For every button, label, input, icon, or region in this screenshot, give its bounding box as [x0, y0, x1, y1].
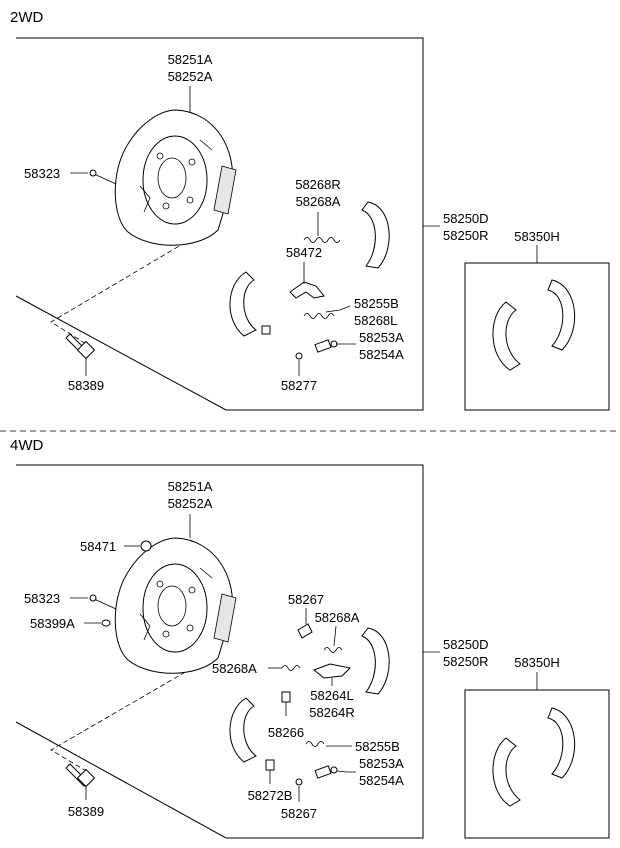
adjuster-2wd	[314, 339, 338, 353]
clip-4wd	[281, 691, 291, 703]
callouts-4wd: 58251A 58252A 58471 58323 58399A 58267 5…	[24, 479, 560, 821]
callout-assembly-line1: 58250D	[443, 637, 489, 652]
backing-plate-2wd	[114, 109, 237, 246]
leader-spring-upper-4wd	[333, 625, 337, 647]
callout-bolt: 58323	[24, 591, 60, 606]
callout-backing-plate-line2: 58252A	[168, 69, 213, 84]
callout-backing-plate-line1: 58251A	[168, 479, 213, 494]
strut-4wd	[297, 623, 313, 639]
assembly-frame-2wd	[15, 37, 424, 411]
pin-2wd	[295, 352, 303, 360]
spring-upper-2wd	[303, 237, 341, 243]
callout-spring-left: 58268A	[212, 661, 257, 676]
callout-washer: 58399A	[30, 616, 75, 631]
retainer-2wd	[261, 325, 271, 335]
callout-adjuster-line2: 58254A	[359, 773, 404, 788]
backing-plate-4wd	[114, 537, 237, 674]
kit-box-2wd	[464, 262, 610, 411]
guide-line-2wd	[50, 225, 214, 346]
bolt-2wd	[89, 169, 117, 185]
plug-4wd	[140, 540, 152, 552]
guide-line-4wd	[50, 655, 214, 773]
callout-lever-line2: 58264R	[309, 705, 355, 720]
lever-4wd	[313, 663, 352, 679]
callout-backing-plate-line1: 58251A	[168, 52, 213, 67]
kit-box-4wd	[464, 689, 610, 839]
mount-bolt-2wd	[65, 333, 96, 360]
section-2wd: 2WD	[10, 9, 610, 411]
callout-assembly-line1: 58250D	[443, 211, 489, 226]
bolt-4wd	[89, 594, 117, 610]
mount-bolt-4wd	[65, 763, 96, 788]
callout-clip: 58266	[268, 725, 304, 740]
assembly-frame-4wd	[15, 464, 424, 839]
callout-plug: 58471	[80, 539, 116, 554]
callout-assembly-line2: 58250R	[443, 228, 489, 243]
washer-4wd	[101, 619, 111, 627]
section-4wd: 4WD	[10, 437, 610, 839]
callout-spring-upper: 58268A	[315, 610, 360, 625]
callout-spring-lower-line1: 58255B	[354, 296, 399, 311]
lever-2wd	[289, 281, 325, 299]
callout-kit: 58350H	[514, 655, 560, 670]
spring-left-4wd	[281, 665, 301, 671]
callout-mount-bolt: 58389	[68, 804, 104, 819]
callout-retainer: 58272B	[248, 788, 293, 803]
callout-spring-lower: 58255B	[355, 739, 400, 754]
callout-adjuster-line1: 58253A	[359, 330, 404, 345]
kit-shoe-left-2wd	[492, 301, 521, 371]
callout-spring-upper-line2: 58268A	[296, 194, 341, 209]
callouts-2wd: 58251A 58252A 58323 58268R 58268A 58472 …	[24, 52, 560, 393]
brake-shoe-left-2wd	[229, 271, 257, 337]
retainer-4wd	[265, 759, 275, 771]
kit-shoe-right-4wd	[547, 707, 576, 779]
brake-shoe-right-4wd	[361, 627, 390, 695]
callout-spring-upper-line1: 58268R	[295, 177, 341, 192]
callout-lever: 58472	[286, 245, 322, 260]
section-title-2wd: 2WD	[10, 9, 44, 26]
callout-backing-plate-line2: 58252A	[168, 496, 213, 511]
callout-bolt: 58323	[24, 166, 60, 181]
pin-4wd	[295, 778, 303, 786]
spring-lower-2wd	[303, 313, 335, 319]
callout-pin: 58277	[281, 378, 317, 393]
callout-kit: 58350H	[514, 229, 560, 244]
adjuster-4wd	[314, 765, 338, 779]
section-title-4wd: 4WD	[10, 437, 44, 454]
brake-shoe-left-4wd	[229, 697, 257, 763]
callout-pin: 58267	[281, 806, 317, 821]
brake-shoe-right-2wd	[361, 201, 390, 269]
spring-lower-4wd	[305, 741, 325, 747]
callout-adjuster-line1: 58253A	[359, 756, 404, 771]
leader-adjuster-4wd	[336, 770, 356, 773]
callout-lever-line1: 58264L	[310, 688, 353, 703]
callout-spring-lower-line2: 58268L	[354, 313, 397, 328]
kit-shoe-right-2wd	[547, 279, 576, 351]
spring-upper-4wd	[323, 647, 343, 653]
leader-spring-lower-2wd	[325, 305, 351, 313]
callout-mount-bolt: 58389	[68, 378, 104, 393]
callout-strut: 58267	[288, 592, 324, 607]
callout-adjuster-line2: 58254A	[359, 347, 404, 362]
kit-shoe-left-4wd	[492, 737, 521, 807]
callout-assembly-line2: 58250R	[443, 654, 489, 669]
